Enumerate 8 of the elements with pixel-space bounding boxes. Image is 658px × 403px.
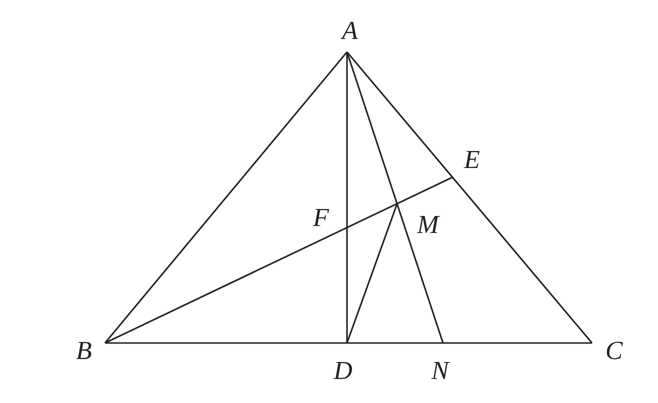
- point-label: C: [605, 338, 623, 364]
- point-label: M: [417, 212, 439, 238]
- point-label: D: [334, 358, 352, 384]
- point-label: N: [431, 358, 449, 384]
- point-label: B: [76, 338, 92, 364]
- point-label: E: [464, 147, 480, 173]
- point-label: F: [313, 205, 329, 231]
- point-label: A: [342, 18, 358, 44]
